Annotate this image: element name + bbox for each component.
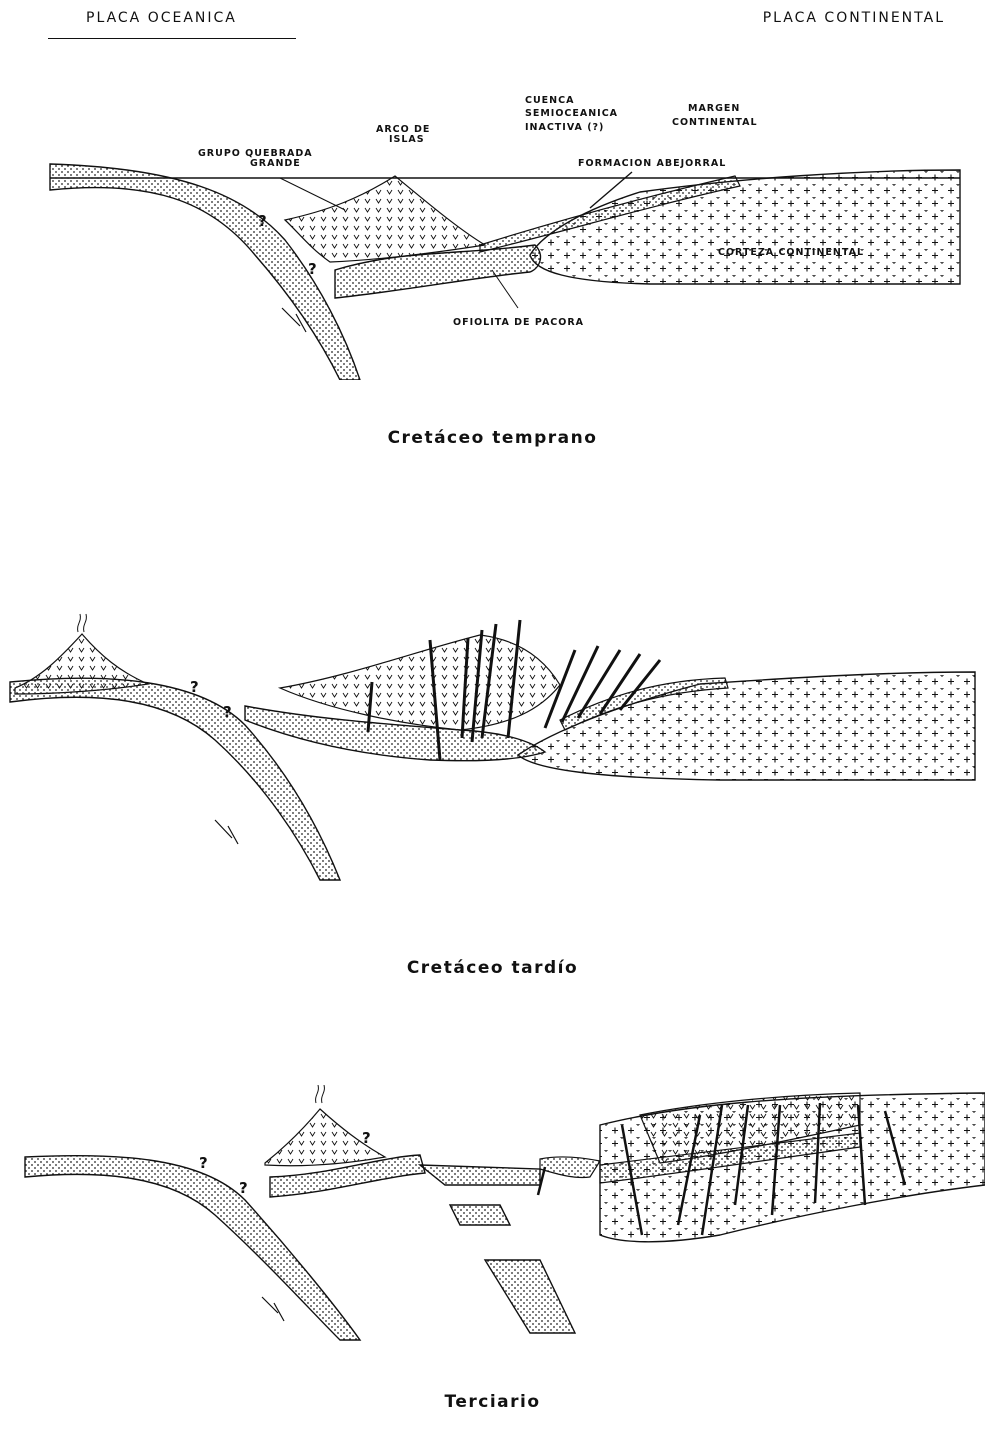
- caption-tertiary: Terciario: [0, 1392, 985, 1412]
- continental-crust: [518, 672, 975, 780]
- trench-basin: [540, 1157, 600, 1178]
- question-mark: ?: [362, 1129, 371, 1147]
- label-cuenca-line2: SEMIOCEANICA: [525, 108, 618, 119]
- question-mark: ?: [223, 703, 232, 721]
- slab-fragment: [420, 1165, 540, 1185]
- label-corteza: CORTEZA CONTINENTAL: [718, 247, 864, 258]
- label-cuenca-line1: CUENCA: [525, 95, 574, 106]
- continental-crust: [530, 170, 960, 284]
- label-formacion: FORMACION ABEJORRAL: [578, 158, 726, 169]
- label-margen-line1: MARGEN: [688, 103, 740, 114]
- slab-fragment: [485, 1260, 575, 1333]
- question-mark: ?: [308, 260, 317, 278]
- question-mark: ?: [258, 212, 267, 230]
- panel-early-cretaceous: GRUPO QUEBRADA GRANDE ARCO DE ISLAS CUEN…: [0, 80, 985, 380]
- caption-late-cretaceous: Cretáceo tardío: [0, 958, 985, 978]
- header-oceanic-plate: PLACA OCEANICA: [86, 10, 237, 26]
- subducting-slab: [10, 678, 340, 880]
- island-arc: [285, 176, 485, 262]
- slab-fragment: [450, 1205, 510, 1225]
- panel-late-cretaceous: ? ?: [0, 610, 985, 890]
- header-continental-plate: PLACA CONTINENTAL: [763, 10, 945, 26]
- question-mark: ?: [199, 1154, 208, 1172]
- label-arco-line2: ISLAS: [389, 134, 425, 145]
- label-ofiolita: OFIOLITA DE PACORA: [453, 317, 584, 328]
- label-grupo-line2: GRANDE: [250, 158, 301, 169]
- label-margen-line2: CONTINENTAL: [672, 117, 758, 128]
- header-underline: [48, 38, 296, 39]
- question-mark: ?: [190, 678, 199, 696]
- panel-tertiary: ? ? ?: [0, 1085, 985, 1345]
- label-cuenca-line3: INACTIVA (?): [525, 122, 604, 133]
- caption-early-cretaceous: Cretáceo temprano: [0, 428, 985, 448]
- question-mark: ?: [239, 1179, 248, 1197]
